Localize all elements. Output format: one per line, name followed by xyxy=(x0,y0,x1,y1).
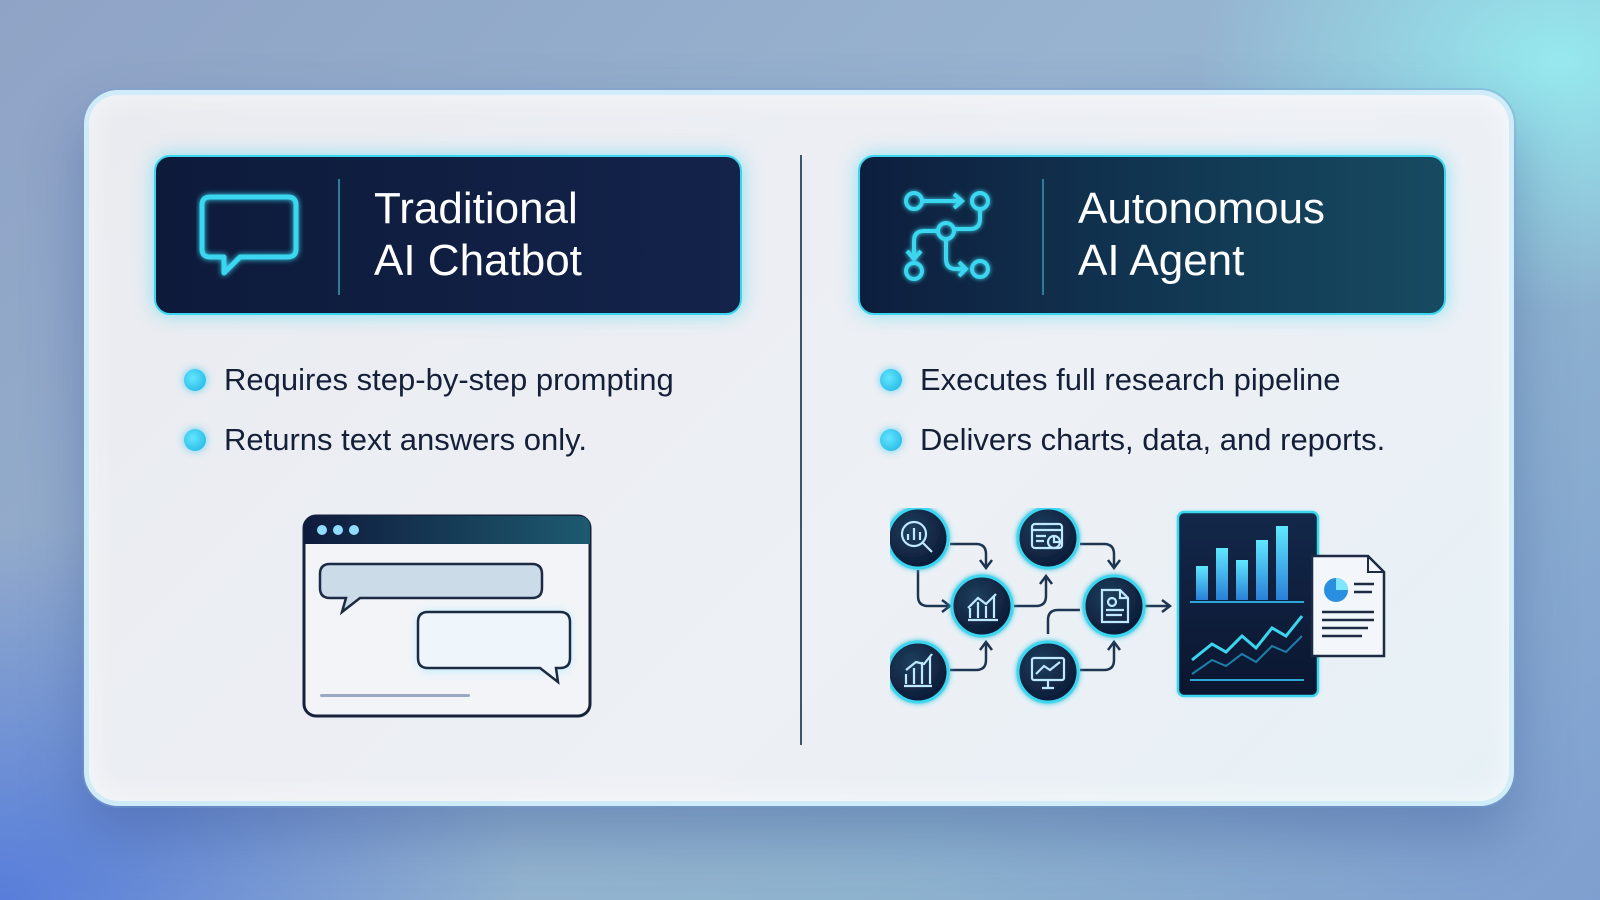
header-title: Autonomous AI Agent xyxy=(1078,183,1418,287)
traditional-chatbot-header: Traditional AI Chatbot xyxy=(154,155,742,315)
bullet-text: Requires step-by-step prompting xyxy=(224,362,674,397)
bullet-text: Delivers charts, data, and reports. xyxy=(920,422,1386,457)
bullet-text: Executes full research pipeline xyxy=(920,362,1341,397)
research-pipeline-icon xyxy=(890,508,1386,704)
list-item: Requires step-by-step prompting xyxy=(184,358,674,418)
chat-bubble-icon xyxy=(199,194,299,276)
bullet-dot-icon xyxy=(880,369,902,391)
header-title: Traditional AI Chatbot xyxy=(374,183,714,287)
list-item: Delivers charts, data, and reports. xyxy=(880,418,1385,478)
header-separator xyxy=(1042,179,1044,295)
bullet-text: Returns text answers only. xyxy=(224,422,587,457)
list-item: Returns text answers only. xyxy=(184,418,674,478)
bullet-dot-icon xyxy=(184,369,206,391)
autonomous-agent-header: Autonomous AI Agent xyxy=(858,155,1446,315)
header-title-line1: Traditional xyxy=(374,184,578,233)
chatbot-bullet-list: Requires step-by-step prompting Returns … xyxy=(184,358,674,478)
bullet-dot-icon xyxy=(184,429,206,451)
header-title-line1: Autonomous xyxy=(1078,184,1326,233)
agent-bullet-list: Executes full research pipeline Delivers… xyxy=(880,358,1385,478)
header-title-line2: AI Chatbot xyxy=(374,236,582,285)
center-divider xyxy=(800,155,802,745)
header-title-line2: AI Agent xyxy=(1078,236,1245,285)
bullet-dot-icon xyxy=(880,429,902,451)
workflow-nodes-icon xyxy=(904,191,990,281)
list-item: Executes full research pipeline xyxy=(880,358,1385,418)
header-separator xyxy=(338,179,340,295)
chat-window-icon xyxy=(302,514,592,718)
